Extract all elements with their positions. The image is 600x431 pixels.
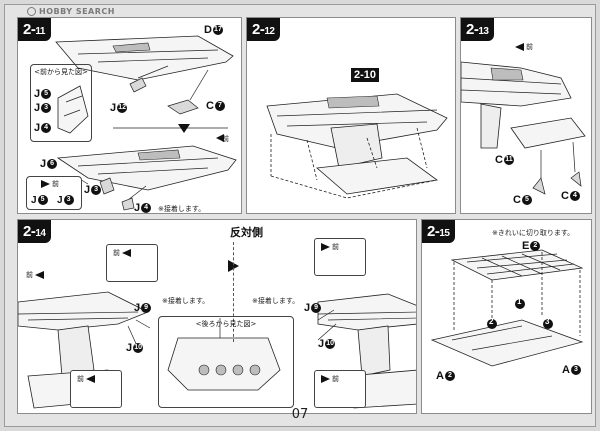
step-2-11-diagram	[55, 35, 237, 211]
front-arrow-icon	[216, 134, 224, 142]
front-direction-label-left: 前	[26, 270, 44, 280]
step-badge-2-15: 2-15	[422, 220, 456, 243]
watermark: HOBBY SEARCH	[27, 6, 115, 17]
step-badge-2-11: 2-11	[18, 18, 51, 41]
left-arrow-icon	[122, 249, 131, 257]
front-direction-label-box: 前	[113, 248, 131, 258]
order-marker-1: 1	[517, 297, 522, 306]
step-2-15-diagram	[430, 249, 584, 367]
front-direction-label: 前	[222, 135, 229, 143]
right-bottom-detail-box: 前	[314, 370, 366, 408]
step-2-13-diagram	[461, 61, 586, 195]
right-arrow-icon	[321, 243, 330, 251]
step-2-12-panel: 2-12 2-10	[246, 17, 456, 214]
right-top-detail-box: 前	[314, 238, 366, 276]
left-arrow-icon	[86, 375, 95, 383]
glue-note-left: ※接着します。	[162, 297, 210, 305]
panel-divider	[233, 242, 234, 342]
order-marker-2: 2	[489, 317, 494, 326]
right-arrow-icon	[321, 375, 330, 383]
step-reference-label: 2-10	[351, 68, 380, 82]
front-direction-label-box: 前	[321, 374, 339, 384]
glue-note-right: ※接着します。	[252, 297, 300, 305]
step-badge-2-13: 2-13	[461, 18, 495, 41]
front-direction-label-inset: 前	[41, 179, 59, 189]
left-bottom-detail-box: 前	[70, 370, 122, 408]
rear-view-inset: <後ろから見た図>	[158, 316, 294, 408]
cut-cleanly-note: ※きれいに切り取ります。	[492, 229, 575, 237]
inset-title: <前から見た図>	[34, 68, 88, 76]
front-direction-label: 前	[515, 42, 533, 52]
front-view-inset: <前から見た図>	[30, 64, 92, 142]
left-arrow-icon	[35, 271, 44, 279]
step-badge-2-14: 2-14	[18, 220, 52, 243]
down-arrow-icon	[178, 124, 190, 133]
step-badge-2-12: 2-12	[247, 18, 281, 41]
glue-note: ※接着します。	[158, 205, 206, 213]
left-arrow-icon	[515, 43, 524, 51]
front-direction-label-box: 前	[321, 242, 339, 252]
inset-title: <後ろから見た図>	[195, 320, 257, 328]
page-number: 07	[291, 407, 309, 422]
watermark-logo-icon	[27, 7, 36, 16]
step-2-14-diagram	[18, 291, 416, 409]
right-arrow-icon	[41, 180, 50, 188]
step-2-12-diagram	[266, 93, 448, 199]
front-direction-label-box: 前	[77, 374, 95, 384]
opposite-side-label: 反対側	[230, 226, 263, 239]
instruction-page: HOBBY SEARCH 2-11	[4, 4, 596, 427]
order-marker-3: 3	[545, 317, 550, 326]
left-top-detail-box: 前	[106, 244, 158, 282]
